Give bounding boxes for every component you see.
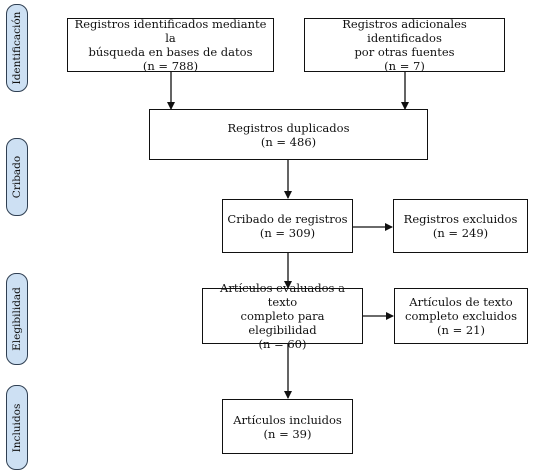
included-count: (n = 39) bbox=[263, 426, 312, 441]
db-search-count: (n = 788) bbox=[142, 59, 199, 73]
box-database-search: Registros identificados mediante la búsq… bbox=[67, 17, 274, 73]
full-text-count: (n = 60) bbox=[258, 337, 307, 351]
box-duplicates: Registros duplicados (n = 486) bbox=[149, 109, 428, 160]
db-search-line1: Registros identificados mediante la bbox=[74, 17, 267, 45]
box-full-text: Artículos evaluados a texto completo par… bbox=[202, 281, 363, 351]
other-sources-count: (n = 7) bbox=[384, 59, 425, 73]
full-text-excluded-line2: completo excluidos bbox=[405, 309, 517, 323]
full-text-excluded-line1: Artículos de texto bbox=[409, 295, 513, 309]
stage-elegibilidad: Elegibilidad bbox=[6, 273, 28, 365]
screened-count: (n = 309) bbox=[259, 226, 316, 240]
box-full-text-excluded: Artículos de texto completo excluidos (n… bbox=[394, 288, 528, 344]
full-text-line2: completo para elegibilidad bbox=[240, 309, 325, 337]
stage-incluidos: Incluidos bbox=[6, 385, 28, 470]
other-sources-line1: Registros adicionales identificados bbox=[342, 17, 467, 45]
full-text-line1: Artículos evaluados a texto bbox=[220, 281, 345, 309]
box-screened: Cribado de registros (n = 309) bbox=[222, 199, 353, 253]
excluded-count: (n = 249) bbox=[432, 226, 489, 240]
other-sources-line2: por otras fuentes bbox=[354, 45, 455, 59]
stage-cribado: Cribado bbox=[6, 138, 28, 216]
excluded-line1: Registros excluidos bbox=[403, 212, 518, 226]
full-text-excluded-count: (n = 21) bbox=[437, 323, 485, 337]
screened-line1: Cribado de registros bbox=[227, 212, 348, 226]
box-included: Artículos incluidos (n = 39) bbox=[222, 399, 353, 454]
stage-identificacion: Identificación bbox=[6, 4, 28, 92]
included-line1: Artículos incluidos bbox=[233, 412, 342, 427]
box-other-sources: Registros adicionales identificados por … bbox=[304, 17, 505, 73]
duplicates-count: (n = 486) bbox=[260, 134, 317, 149]
duplicates-line1: Registros duplicados bbox=[227, 120, 350, 135]
box-excluded: Registros excluidos (n = 249) bbox=[393, 199, 528, 253]
db-search-line2: búsqueda en bases de datos bbox=[88, 45, 253, 59]
